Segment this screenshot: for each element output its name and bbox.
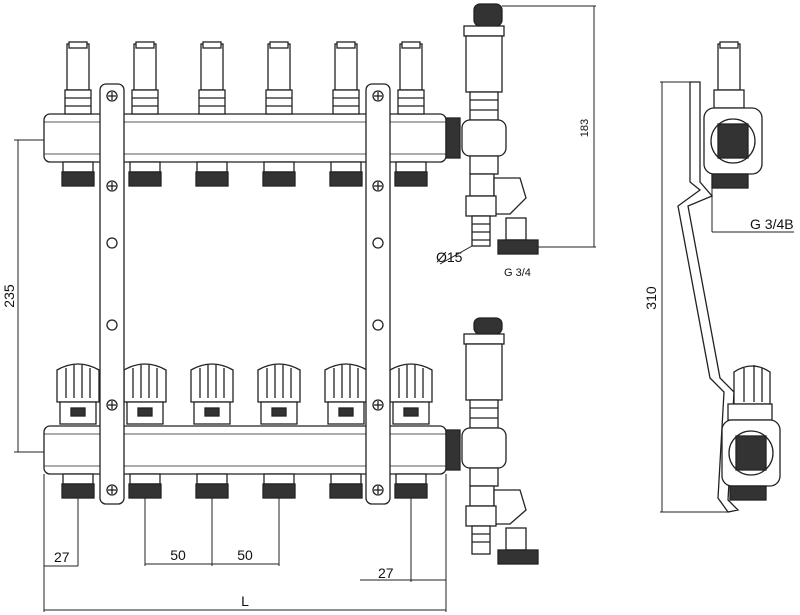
dim-spacing-1: 50 xyxy=(170,547,186,563)
dim-edge-right: 27 xyxy=(378,565,394,581)
right-bracket xyxy=(365,83,391,505)
dim-total-length: L xyxy=(241,593,249,609)
dimension-lines xyxy=(14,5,596,612)
mounting-brackets xyxy=(99,83,391,505)
dim-drain-diameter: Ø15 xyxy=(436,249,463,265)
dim-235: 235 xyxy=(1,284,17,308)
dim-side-310: 310 xyxy=(643,286,659,310)
dim-drain-thread: G 3/4 xyxy=(504,267,531,279)
left-bracket xyxy=(99,83,125,505)
dim-183: 183 xyxy=(579,119,591,137)
upper-manifold xyxy=(43,41,447,187)
lower-outlets xyxy=(61,473,428,499)
flow-meters xyxy=(64,41,425,115)
side-dimension-lines xyxy=(660,81,794,513)
dim-edge-left: 27 xyxy=(54,549,70,565)
upper-outlets xyxy=(61,161,428,187)
side-bracket xyxy=(677,81,740,513)
lower-manifold xyxy=(43,363,447,499)
side-view xyxy=(677,41,781,513)
dim-spacing-2: 50 xyxy=(237,547,253,563)
upper-end-fitting xyxy=(445,3,539,255)
lower-end-fitting xyxy=(445,317,539,565)
valve-caps xyxy=(56,363,433,425)
dim-inlet-thread: G 3/4B xyxy=(750,216,794,232)
